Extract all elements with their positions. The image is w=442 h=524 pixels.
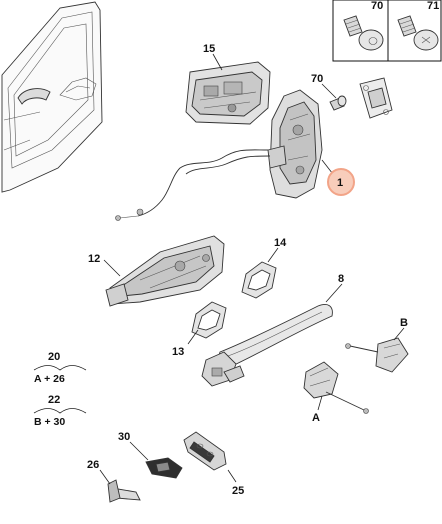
part-a-lock-cylinder xyxy=(303,361,369,414)
screw-70-part xyxy=(329,95,347,111)
callout-15: 15 xyxy=(203,43,215,55)
callout-26: 26 xyxy=(87,459,99,471)
inset-label-71: 71 xyxy=(427,0,439,12)
screw-70-icon xyxy=(343,15,384,51)
part-30-key-blade xyxy=(145,457,183,479)
callout-a: A xyxy=(312,412,320,424)
callout-12: 12 xyxy=(88,253,100,265)
formula-20: 20 A + 26 xyxy=(33,351,87,385)
striker-bracket-part xyxy=(359,77,393,119)
callout-1: 1 xyxy=(337,177,343,189)
callout-1-highlight xyxy=(327,168,355,196)
screw-71-icon xyxy=(397,15,439,51)
inset-screws-box: 70 71 xyxy=(332,0,442,62)
callout-b: B xyxy=(400,317,408,329)
callout-8: 8 xyxy=(338,273,344,285)
callout-30: 30 xyxy=(118,431,130,443)
inset-label-70: 70 xyxy=(371,0,383,12)
formula-22-expression: B + 30 xyxy=(34,416,65,428)
part-25-key-fob xyxy=(183,431,227,471)
part-1-lock-mechanism xyxy=(267,89,323,199)
part-8-exterior-handle xyxy=(201,304,333,387)
part-14-gasket xyxy=(241,261,277,299)
part-b-lock-cylinder xyxy=(345,337,409,373)
callout-14: 14 xyxy=(274,237,287,249)
callout-13: 13 xyxy=(172,346,184,358)
part-13-gasket xyxy=(191,301,227,339)
formula-22-number: 22 xyxy=(48,394,60,406)
callout-70: 70 xyxy=(311,73,323,85)
part-15-module xyxy=(185,61,271,125)
formula-20-number: 20 xyxy=(48,351,60,363)
formula-22: 22 B + 30 xyxy=(33,394,87,428)
part-26-key xyxy=(107,479,141,503)
callout-25: 25 xyxy=(232,485,244,497)
formula-20-expression: A + 26 xyxy=(34,373,65,385)
part-12-handle-bracket xyxy=(105,235,225,307)
car-door-illustration xyxy=(1,1,103,193)
